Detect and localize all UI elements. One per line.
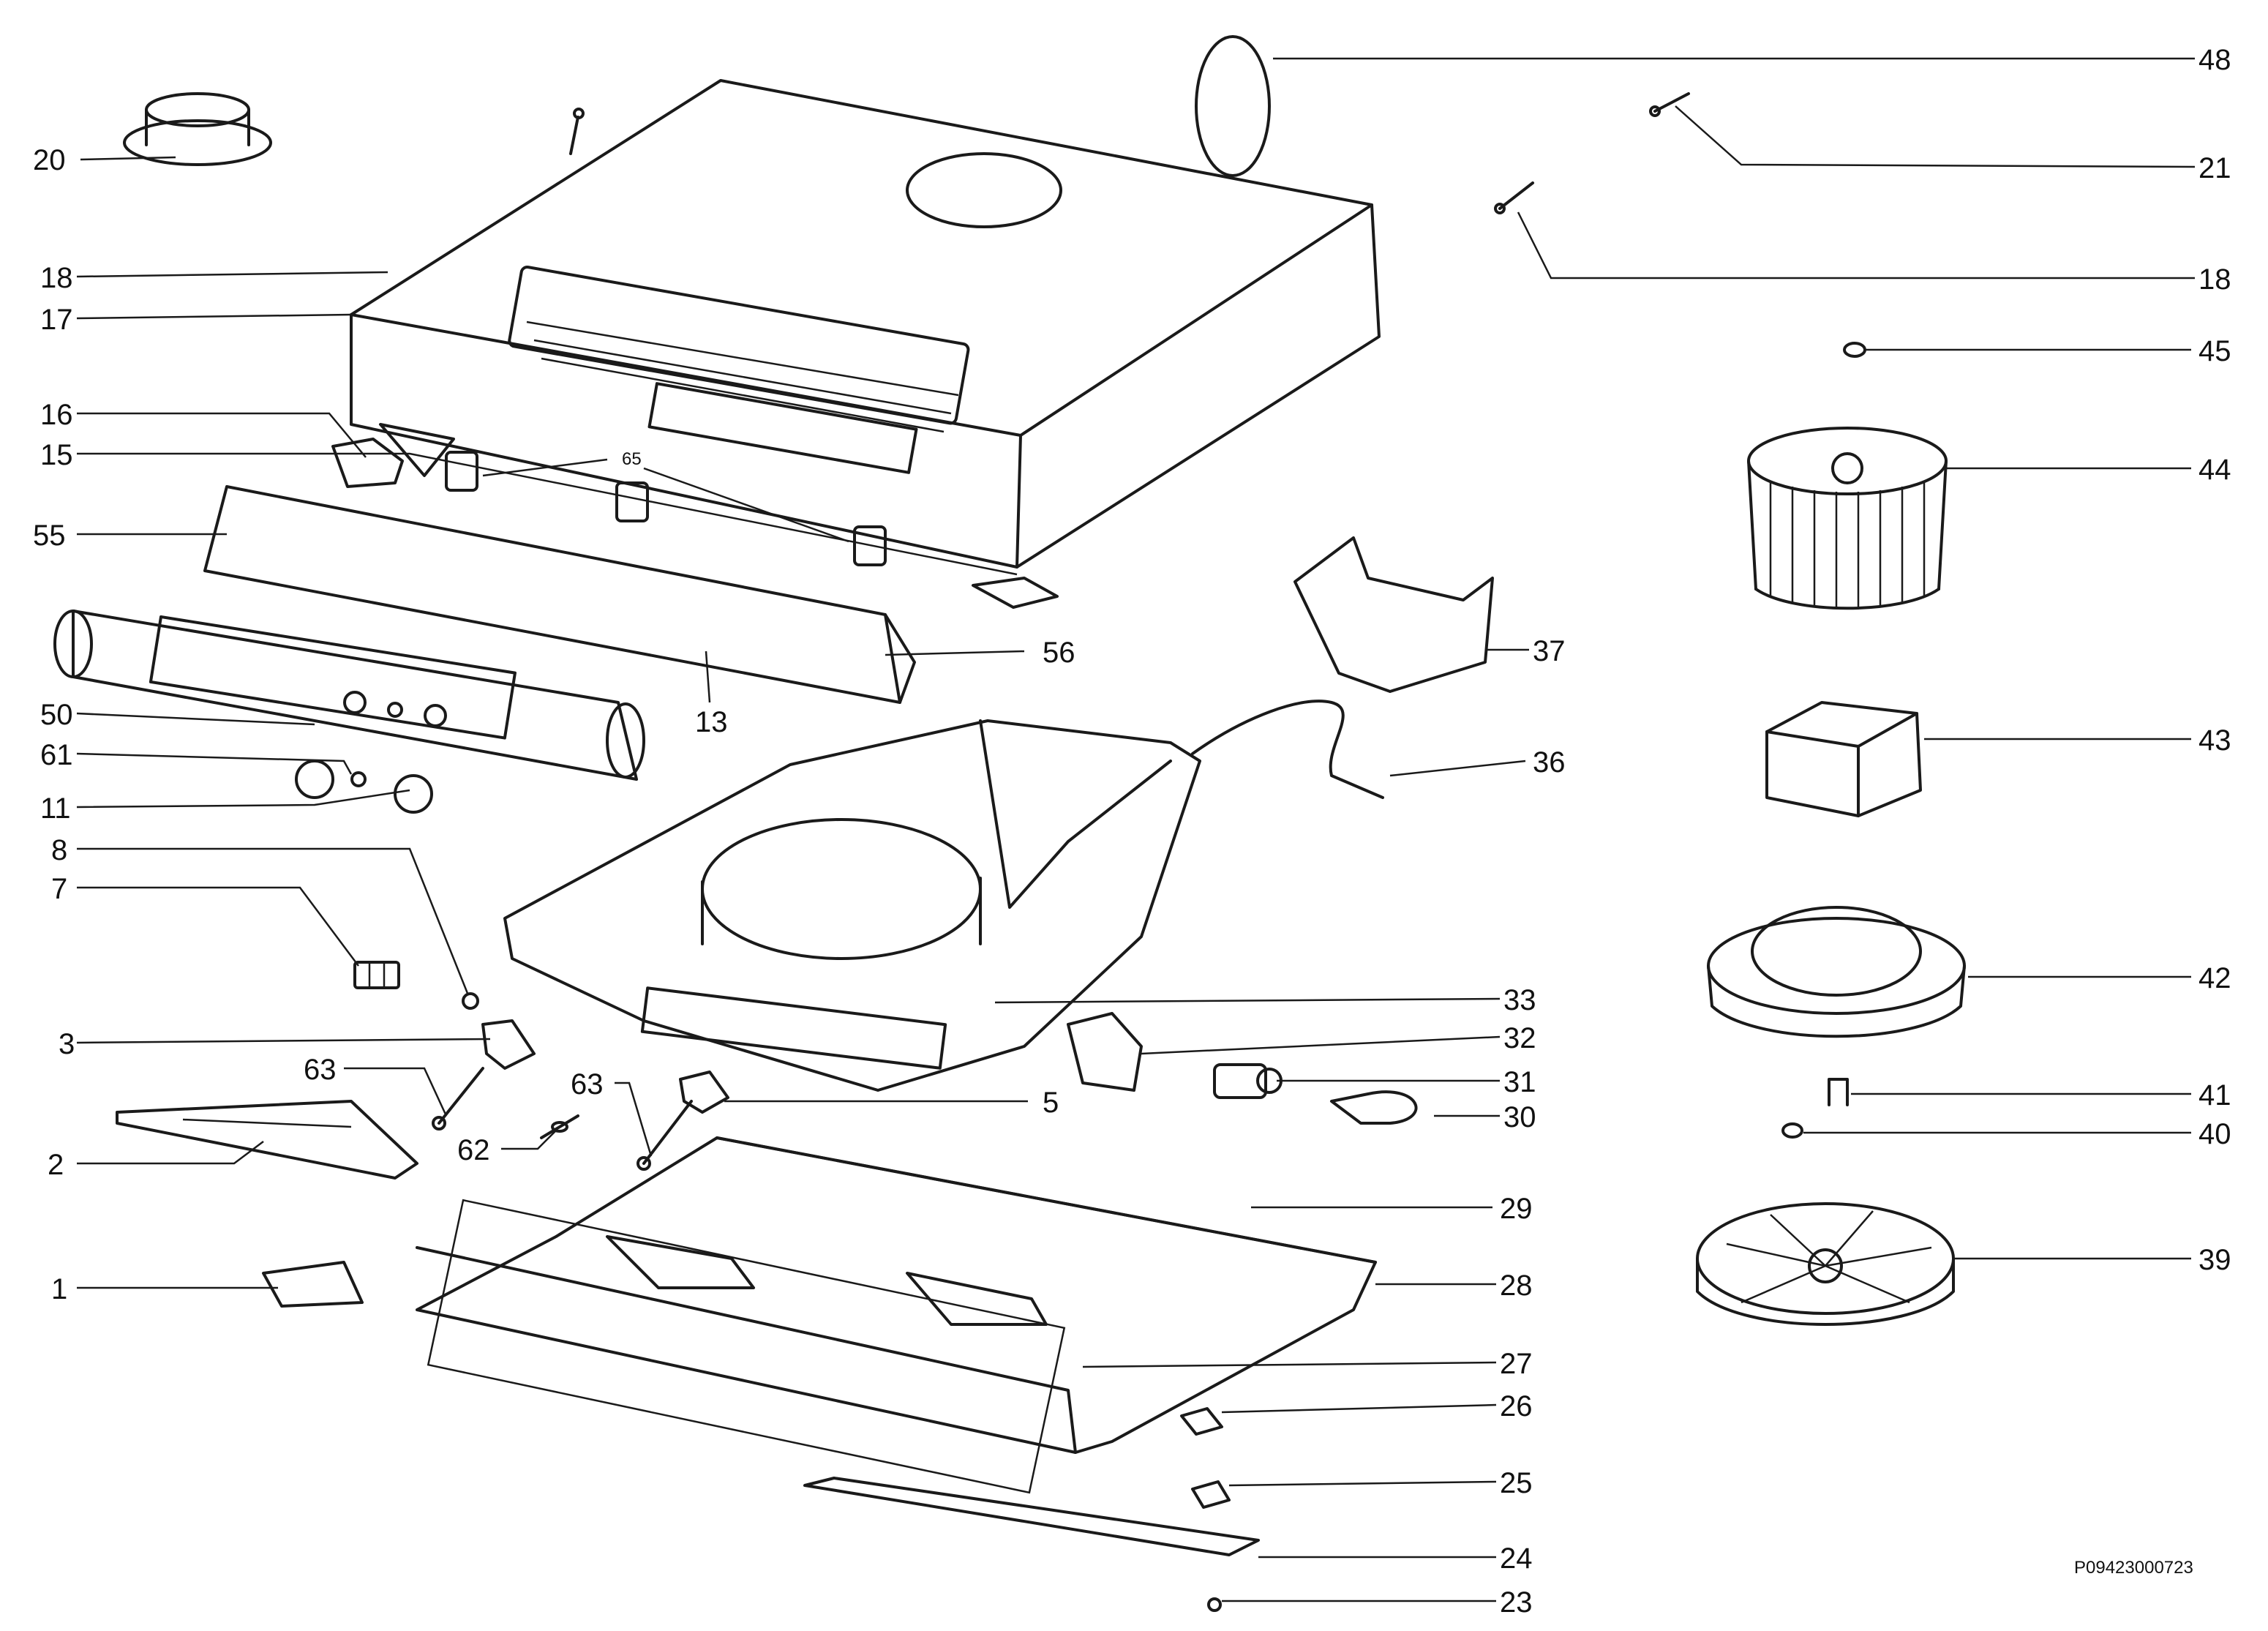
callout-42: 42 <box>2198 962 2231 994</box>
callout-25: 25 <box>1500 1467 1533 1499</box>
part-lamp-8 <box>462 992 479 1010</box>
callout-44: 44 <box>2198 454 2231 486</box>
callout-55: 55 <box>33 520 66 552</box>
drawing-code: P09423000723 <box>2074 1558 2193 1578</box>
part-power-cable <box>1191 700 1384 799</box>
callout-27: 27 <box>1500 1348 1533 1380</box>
callout-11: 11 <box>40 792 71 825</box>
callout-5: 5 <box>1043 1087 1059 1119</box>
part-seal-ring <box>1195 35 1271 177</box>
callout-43: 43 <box>2198 724 2231 757</box>
part-nut-45 <box>1843 342 1866 358</box>
callout-63a: 63 <box>304 1054 337 1086</box>
callout-3: 3 <box>59 1028 75 1060</box>
part-fan-wheel <box>1747 427 1948 610</box>
callout-13: 13 <box>695 706 728 738</box>
part-filter-frame <box>416 1136 1377 1454</box>
callout-28: 28 <box>1500 1270 1533 1302</box>
part-clip-26 <box>1180 1407 1223 1436</box>
callout-8: 8 <box>51 834 67 866</box>
callout-33: 33 <box>1503 984 1536 1016</box>
part-filter-holes <box>427 1199 1066 1494</box>
callout-31: 31 <box>1503 1066 1536 1098</box>
part-motor-mount-ring <box>1707 906 1966 1038</box>
callout-32: 32 <box>1503 1022 1536 1054</box>
part-inner-housing <box>503 719 1201 1092</box>
part-shaft-63a <box>432 1067 484 1131</box>
callout-16: 16 <box>40 399 73 431</box>
callout-labels: 20 18 17 16 15 55 50 61 11 8 7 3 63 2 62… <box>33 44 2231 1619</box>
callout-29: 29 <box>1500 1193 1533 1225</box>
callout-45: 45 <box>2198 335 2231 367</box>
callout-17: 17 <box>40 304 73 336</box>
part-bracket-2 <box>116 1100 418 1180</box>
part-shaft-63b <box>637 1100 693 1171</box>
part-air-guide <box>1293 536 1494 693</box>
callout-65: 65 <box>622 449 642 469</box>
part-control-panel <box>53 610 645 781</box>
part-duct-collar <box>123 92 272 166</box>
callout-50: 50 <box>40 699 73 731</box>
callout-41: 41 <box>2198 1079 2231 1111</box>
part-cover-strip <box>803 1477 1260 1556</box>
leader-lines <box>76 57 2196 1602</box>
callout-21: 21 <box>2198 152 2231 184</box>
callout-63b: 63 <box>571 1068 604 1101</box>
callout-2: 2 <box>48 1149 64 1181</box>
callout-23: 23 <box>1500 1586 1533 1619</box>
callout-1: 1 <box>51 1273 67 1305</box>
callout-20: 20 <box>33 144 66 176</box>
part-screw-top <box>569 108 585 155</box>
part-clip-25 <box>1191 1480 1231 1509</box>
part-clips-65 <box>445 451 1059 609</box>
callout-40: 40 <box>2198 1118 2231 1150</box>
part-screw-21 <box>1649 92 1690 117</box>
part-nut-40 <box>1781 1122 1803 1139</box>
callout-56: 56 <box>1043 637 1075 669</box>
part-bulb <box>1330 1090 1418 1125</box>
part-screw-18 <box>1494 181 1534 214</box>
part-lamp-holder <box>1213 1063 1283 1099</box>
callout-39: 39 <box>2198 1244 2231 1276</box>
part-terminal-7 <box>353 961 400 989</box>
part-clip-41 <box>1828 1078 1849 1106</box>
callout-15: 15 <box>40 439 73 471</box>
callout-24: 24 <box>1500 1542 1533 1575</box>
part-lamp-bracket <box>1067 1012 1143 1092</box>
callout-18: 18 <box>40 262 73 294</box>
callout-18b: 18 <box>2198 263 2231 296</box>
part-clip-1 <box>262 1261 364 1308</box>
callout-30: 30 <box>1503 1101 1536 1133</box>
part-motor <box>1765 701 1922 817</box>
callout-48: 48 <box>2198 44 2231 76</box>
callout-37: 37 <box>1533 635 1566 667</box>
callout-61: 61 <box>40 739 73 771</box>
callout-26: 26 <box>1500 1390 1533 1422</box>
part-screw-23 <box>1207 1597 1222 1612</box>
callout-7: 7 <box>51 873 67 905</box>
part-hood-body <box>350 79 1381 569</box>
part-switch-3 <box>481 1019 536 1070</box>
part-switch-5 <box>679 1071 729 1114</box>
callout-62: 62 <box>457 1134 490 1166</box>
part-clip-16 <box>331 438 404 488</box>
part-carbon-filter <box>1696 1202 1955 1326</box>
part-resistor-62 <box>540 1114 579 1139</box>
callout-36: 36 <box>1533 746 1566 779</box>
part-front-strip <box>203 485 916 704</box>
